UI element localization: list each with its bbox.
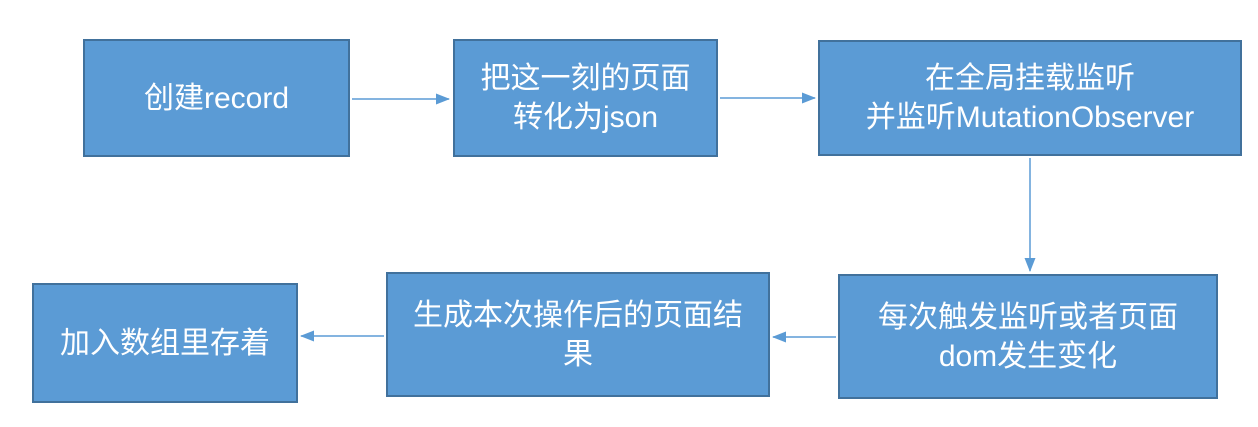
node-label-line-2: dom发生变化 <box>938 339 1118 373</box>
node-label-line-1: 生成本次操作后的页面结 <box>413 298 743 332</box>
node-label-line-1: 每次触发监听或者页面 <box>878 300 1178 334</box>
flow-node-mount-listener: 在全局挂载监听 并监听MutationObserver <box>818 40 1242 156</box>
node-label-line-2: 转化为json <box>512 101 659 134</box>
node-label: 加入数组里存着 <box>60 326 270 360</box>
flow-node-store-in-array: 加入数组里存着 <box>32 283 298 403</box>
node-label-line-1: 把这一刻的页面 <box>480 62 691 95</box>
flow-node-dom-change: 每次触发监听或者页面 dom发生变化 <box>838 274 1218 399</box>
node-label-line-2: 果 <box>563 337 593 371</box>
flow-node-page-to-json: 把这一刻的页面 转化为json <box>453 39 718 157</box>
node-label: 创建record <box>143 81 290 115</box>
flow-node-create-record: 创建record <box>83 39 350 157</box>
node-label-line-2: 并监听MutationObserver <box>865 101 1195 134</box>
node-label-line-1: 在全局挂载监听 <box>925 62 1135 95</box>
flow-node-generate-result: 生成本次操作后的页面结 果 <box>386 272 770 397</box>
